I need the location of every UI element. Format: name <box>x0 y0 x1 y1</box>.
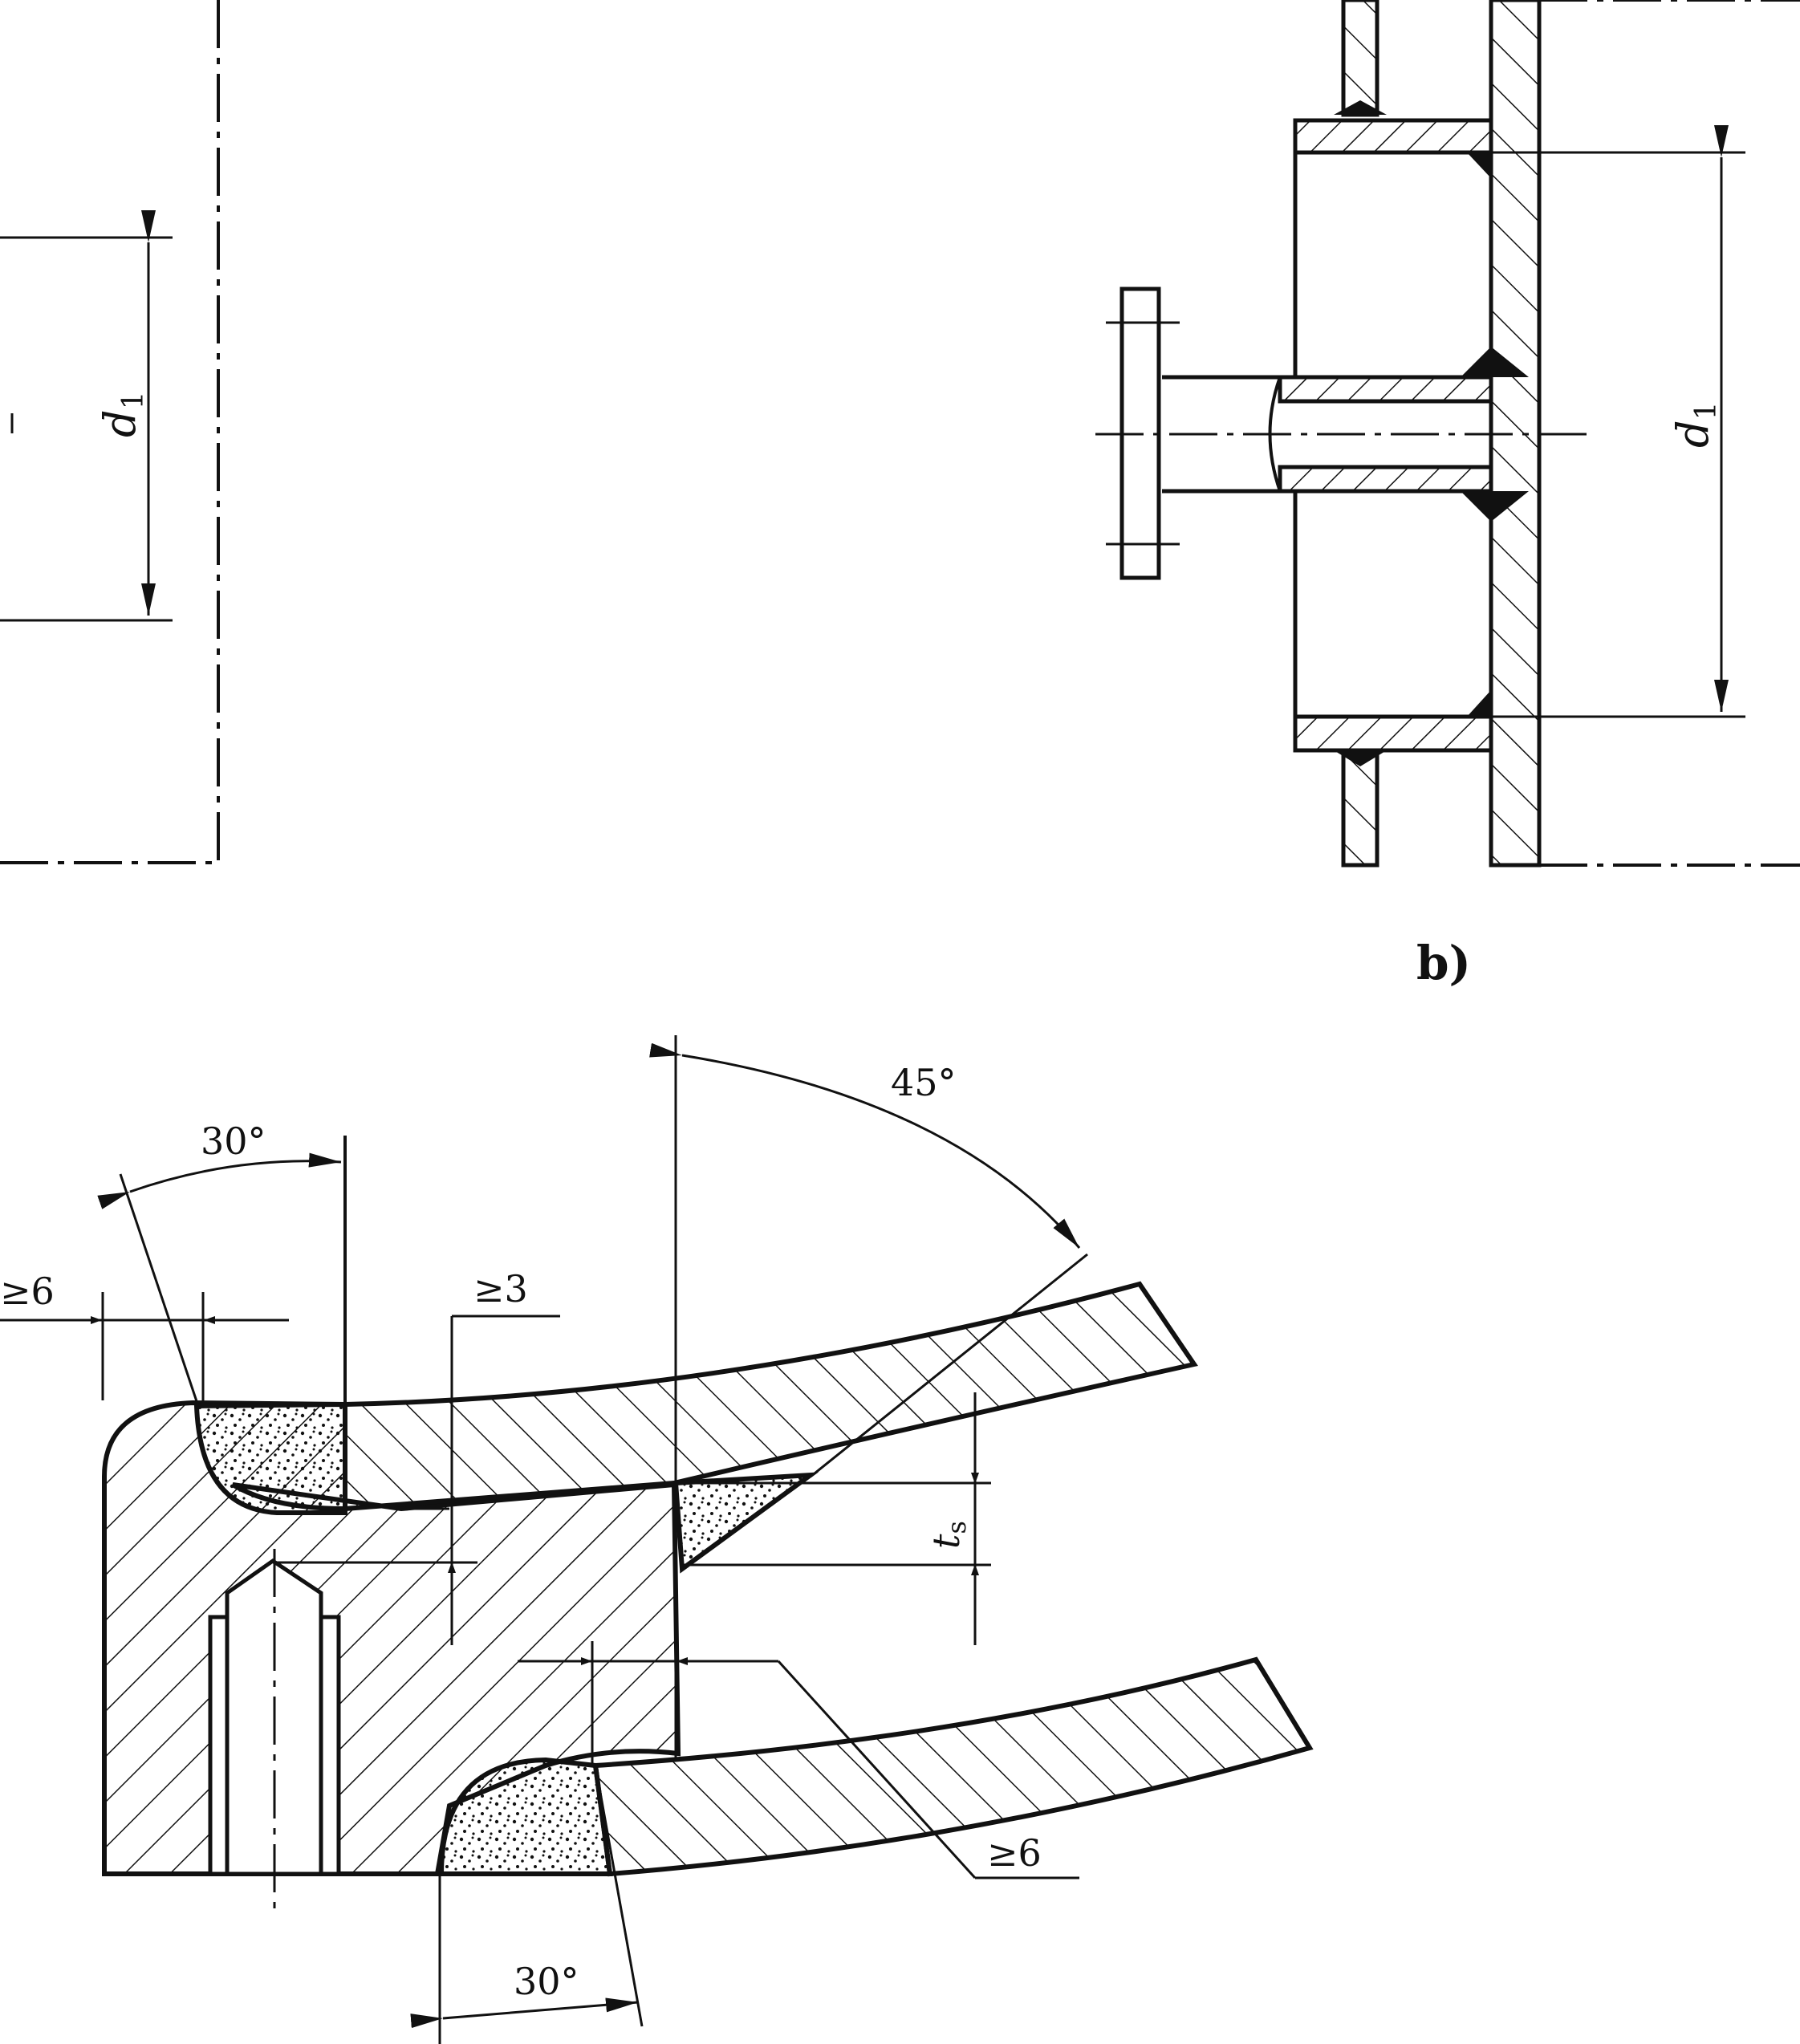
angle-30-top-ref-line <box>119 1173 201 1409</box>
ts-label: ts <box>924 1521 972 1549</box>
angle-30-bottom-label: 30° <box>514 1960 579 2003</box>
view-c: 45° 30° ≥6 ≥3 ts ≥ <box>0 1035 1314 2044</box>
weld-bottom-left <box>1334 750 1387 766</box>
upper-shell-plate <box>343 1281 1198 1512</box>
pad-top <box>1293 118 1493 155</box>
angle-30-bottom-arc <box>410 1997 639 2029</box>
d1-right-label: d1 <box>1668 402 1723 448</box>
angle-30-bottom-ext-b <box>594 1765 644 2027</box>
weld-mid-bottom <box>1461 491 1529 522</box>
nozzle-pipe-upper <box>1278 375 1493 404</box>
angle-45-label: 45° <box>891 1061 957 1104</box>
min3-label: ≥3 <box>473 1267 528 1311</box>
min6-right-leader <box>777 1660 977 1879</box>
min6-right-label: ≥6 <box>987 1831 1042 1875</box>
view-a: d1 <box>0 0 220 864</box>
pad-bottom <box>1293 714 1493 753</box>
weld-bottom-right <box>1467 690 1491 717</box>
angle-30-top-arc <box>97 1152 342 1209</box>
weld-fillet-top <box>193 1401 347 1515</box>
angle-45-arc <box>649 1042 1081 1249</box>
lower-shell-plate <box>592 1656 1314 1877</box>
weld-mid-top <box>1461 347 1529 377</box>
view-b-caption: b) <box>1416 936 1471 990</box>
weld-fillet-bottom <box>438 1757 613 1876</box>
shell-wall <box>1489 0 1542 868</box>
shell-lower-segment <box>1341 752 1379 868</box>
d1-left-label: d1 <box>95 392 150 437</box>
weld-top-left <box>1334 100 1387 115</box>
weld-fillet-middle <box>672 1472 819 1574</box>
nozzle-pipe-lower <box>1278 465 1493 494</box>
min6-left-label: ≥6 <box>0 1270 55 1313</box>
weld-top-right <box>1467 152 1491 178</box>
view-b: d1 b) <box>1095 0 1800 990</box>
angle-45-ref-line <box>810 1253 1088 1478</box>
angle-30-top-label: 30° <box>201 1120 266 1163</box>
shell-upper-segment <box>1341 0 1379 117</box>
